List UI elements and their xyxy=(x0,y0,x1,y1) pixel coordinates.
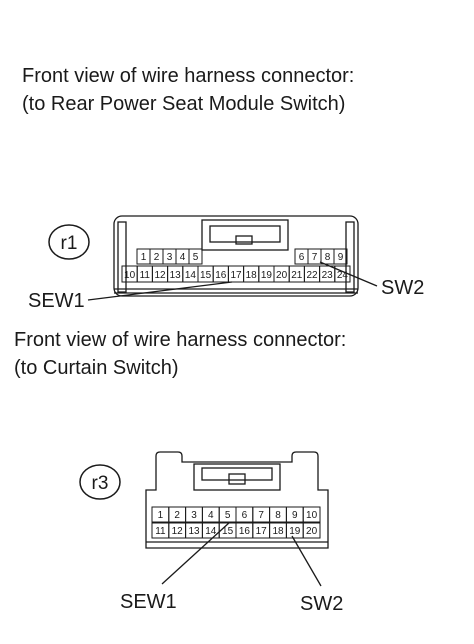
pin-number: 18 xyxy=(272,526,284,537)
pin-number: 7 xyxy=(258,510,264,521)
connector1-caption: Front view of wire harness connector: (t… xyxy=(22,62,354,118)
pin-number: 9 xyxy=(292,510,298,521)
connector1-latch xyxy=(201,219,289,251)
pin-cell xyxy=(302,522,321,539)
connector2-latch xyxy=(193,463,281,491)
connector1-caption-line2: (to Rear Power Seat Module Switch) xyxy=(22,93,346,115)
connector1-sw2-leader xyxy=(319,261,378,287)
pin-number: 19 xyxy=(289,526,301,537)
pin-number: 6 xyxy=(299,252,305,263)
connector1-latch-inner xyxy=(209,225,281,243)
pin-number: 2 xyxy=(154,252,160,263)
pin-cell xyxy=(333,248,348,265)
pin-number: 14 xyxy=(185,270,197,281)
connector2-latch-tab xyxy=(228,473,246,485)
pin-number: 20 xyxy=(276,270,288,281)
connector1-housing xyxy=(113,215,359,297)
pin-number: 13 xyxy=(188,526,200,537)
connector2-sw2-label: SW2 xyxy=(300,593,343,615)
connector2-sew1-label: SEW1 xyxy=(120,591,177,613)
pin-number: 11 xyxy=(140,270,151,281)
connector1-latch-tab xyxy=(235,235,253,245)
pin-number: 12 xyxy=(172,526,184,537)
pin-number: 12 xyxy=(154,270,166,281)
connector1-sew1-label: SEW1 xyxy=(28,290,85,312)
connector1-sw2-label: SW2 xyxy=(381,277,424,299)
connector1-id-circle xyxy=(48,224,90,260)
pin-number: 10 xyxy=(124,270,136,281)
pin-number: 9 xyxy=(338,252,344,263)
pin-number: 5 xyxy=(193,252,199,263)
pin-number: 8 xyxy=(275,510,281,521)
pin-number: 8 xyxy=(325,252,331,263)
pin-number: 4 xyxy=(208,510,214,521)
pin-number: 16 xyxy=(215,270,227,281)
connector2-id-circle xyxy=(79,464,121,500)
connector1-caption-line1: Front view of wire harness connector: xyxy=(22,65,355,87)
pin-number: 17 xyxy=(230,270,242,281)
connector2-latch-inner xyxy=(201,467,273,481)
pin-number: 2 xyxy=(174,510,180,521)
pin-number: 14 xyxy=(205,526,217,537)
pin-number: 1 xyxy=(158,510,164,521)
pin-number: 23 xyxy=(322,270,334,281)
connector2-caption-line2: (to Curtain Switch) xyxy=(14,357,179,379)
connector2 xyxy=(145,451,329,549)
pin-number: 5 xyxy=(225,510,231,521)
pin-cell xyxy=(188,248,203,265)
pin-number: 18 xyxy=(246,270,258,281)
connector1 xyxy=(113,215,359,297)
pin-number: 17 xyxy=(256,526,268,537)
pin-number: 16 xyxy=(239,526,251,537)
connector2-sew1-leader xyxy=(161,521,231,585)
pin-number: 24 xyxy=(337,270,349,281)
pin-number: 6 xyxy=(242,510,248,521)
pin-number: 7 xyxy=(312,252,318,263)
connector1-id-label: r1 xyxy=(61,233,78,254)
pin-number: 15 xyxy=(222,526,234,537)
connector1-sew1-leader xyxy=(87,281,233,301)
connector2-housing xyxy=(145,451,329,549)
pin-number: 15 xyxy=(200,270,212,281)
pin-number: 3 xyxy=(191,510,197,521)
connector2-caption: Front view of wire harness connector: (t… xyxy=(14,326,346,382)
pin-number: 4 xyxy=(180,252,186,263)
pin-number: 20 xyxy=(306,526,318,537)
connector2-id-label: r3 xyxy=(92,473,109,494)
pin-number: 21 xyxy=(291,270,303,281)
pin-number: 22 xyxy=(306,270,318,281)
pin-number: 3 xyxy=(167,252,173,263)
connector1-key-right xyxy=(345,221,355,293)
pin-number: 10 xyxy=(306,510,318,521)
connector2-sw2-leader xyxy=(291,535,322,587)
pin-number: 19 xyxy=(261,270,273,281)
connector2-caption-line1: Front view of wire harness connector: xyxy=(14,329,347,351)
pin-number: 13 xyxy=(170,270,182,281)
connector1-key-left xyxy=(117,221,127,293)
pin-cell xyxy=(302,506,321,523)
pin-number: 11 xyxy=(155,526,166,537)
pin-number: 1 xyxy=(141,252,147,263)
